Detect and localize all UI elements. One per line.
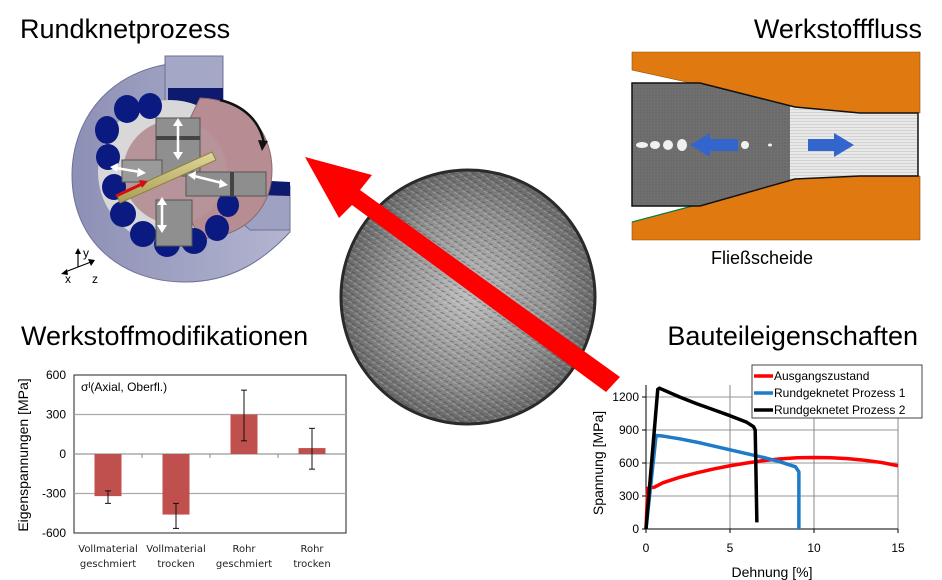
axes-triad-icon <box>61 248 95 275</box>
x-category-label: Rohr <box>300 544 324 555</box>
feed-arrow-icon <box>115 180 148 198</box>
section-title-werkstoffmodifikationen: Werkstoffmodifikationen <box>21 321 309 351</box>
section-title-bauteileigenschaften: Bauteileigenschaften <box>667 321 918 351</box>
line-chart-xlabel: Dehnung [%] <box>732 564 813 580</box>
rotary-swaging-illustration: y x z <box>61 55 291 286</box>
bar <box>94 454 122 497</box>
x-category-label: Rohr <box>232 544 256 555</box>
axis-label-z: z <box>92 272 98 286</box>
x-category-label: trocken <box>293 559 330 570</box>
line-chart-ylabel: Spannung [MPa] <box>590 411 606 515</box>
roller <box>95 116 119 144</box>
roller <box>114 95 140 123</box>
x-tick-label: 15 <box>891 541 905 555</box>
flow-caption: Fließscheide <box>711 248 814 268</box>
legend-label: Ausgangszustand <box>774 369 869 383</box>
y-tick-label: 600 <box>46 368 66 382</box>
roller <box>130 221 156 247</box>
flow-arrow-right-icon <box>808 133 854 157</box>
workpiece-rod <box>116 151 217 204</box>
y-tick-label: 0 <box>59 447 66 461</box>
y-tick-label: 900 <box>619 423 639 437</box>
x-category-label: Vollmaterial <box>78 544 137 555</box>
legend-box <box>751 364 923 419</box>
y-tick-label: 300 <box>46 408 66 422</box>
roller <box>217 193 239 217</box>
series-line <box>644 433 801 530</box>
y-tick-label: -600 <box>42 526 66 540</box>
workpiece-mesh-light <box>790 106 918 180</box>
x-tick-label: 10 <box>807 541 821 555</box>
section-title-rundknetprozess: Rundknetprozess <box>20 14 231 44</box>
roller <box>205 215 229 241</box>
series-line <box>644 455 899 530</box>
process-chain-arrow-icon <box>305 157 620 392</box>
bar-chart-title: σᴵ(Axial, Oberfl.) <box>81 380 167 394</box>
x-category-label: Vollmaterial <box>146 544 205 555</box>
y-tick-label: 0 <box>632 522 639 536</box>
residual-stress-bar-chart: 600 300 0 -300 -600 Vollmaterial geschmiert Vo… <box>15 368 347 570</box>
y-tick-label: 1200 <box>612 390 639 404</box>
x-category-label: trocken <box>157 559 194 570</box>
axis-label-x: x <box>65 272 71 286</box>
roller <box>138 93 162 119</box>
roller <box>96 144 120 170</box>
legend-label: Rundgeknetet Prozess 2 <box>774 403 906 417</box>
bar-chart-ylabel: Eigenspannungen [MPa] <box>15 378 31 531</box>
neutral-zone-marks <box>636 139 772 151</box>
y-tick-label: 300 <box>619 489 639 503</box>
section-title-werkstofffluss: Werkstofffluss <box>753 14 922 44</box>
x-category-label: geschmiert <box>216 559 272 570</box>
roller <box>110 201 136 227</box>
series-line <box>644 386 759 530</box>
die-stroke-arrows <box>110 118 228 233</box>
y-tick-label: 600 <box>619 456 639 470</box>
x-tick-label: 0 <box>643 541 650 555</box>
rotation-arrow-icon <box>219 98 268 151</box>
axis-label-y: y <box>83 246 89 260</box>
legend-label: Rundgeknetet Prozess 1 <box>774 386 906 400</box>
x-category-label: geschmiert <box>80 559 136 570</box>
stress-strain-chart: 0 300 600 900 1200 0 5 10 15 Dehnung [%] Spannun… <box>590 364 923 580</box>
material-flow-illustration <box>631 51 921 241</box>
y-tick-label: -300 <box>42 487 66 501</box>
flow-arrow-left-icon <box>690 133 738 157</box>
x-tick-label: 5 <box>727 541 734 555</box>
